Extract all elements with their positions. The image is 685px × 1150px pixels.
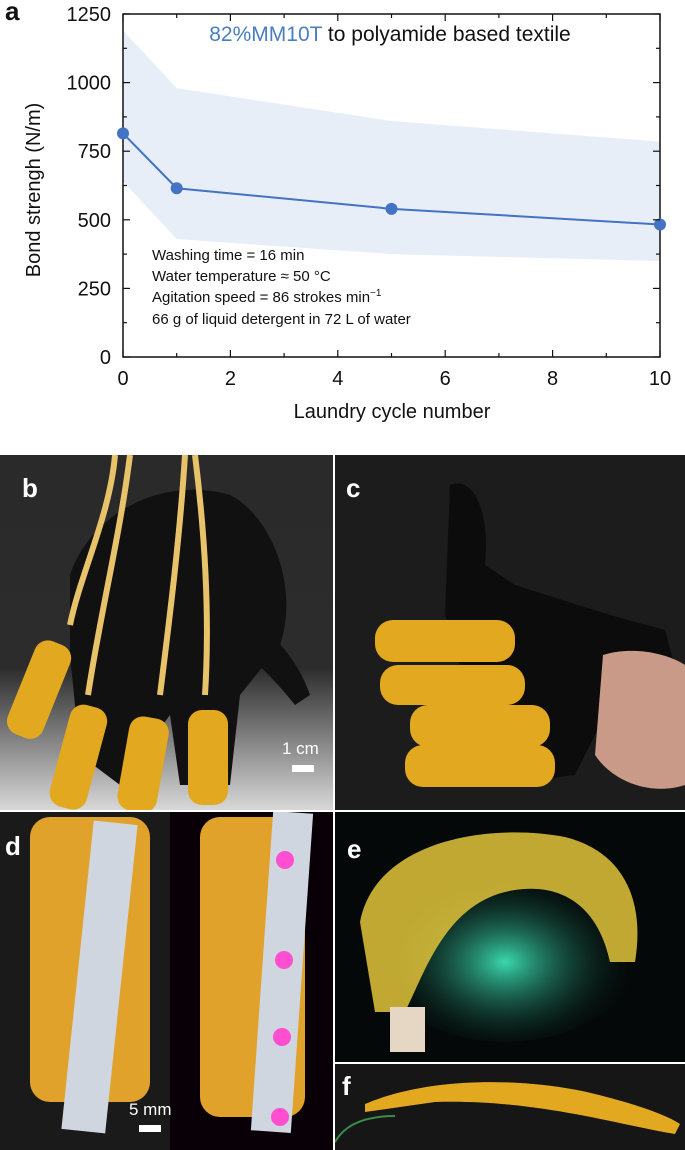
led-strip-photo-d [0,812,333,1150]
glove-photo-b [0,455,333,810]
x-tick-label: 10 [649,368,671,390]
data-point [170,182,183,195]
y-tick-label: 0 [100,347,111,369]
annotation-4: 66 g of liquid detergent in 72 L of wate… [152,311,411,328]
panel-label-a: a [5,0,20,26]
annotation-2: Water temperature ≈ 50 °C [152,268,331,285]
x-tick-label: 6 [440,368,451,390]
x-ticks: 0 2 4 6 8 10 [117,14,671,390]
glove-photo-c [335,455,685,810]
confidence-band [123,30,660,261]
x-tick-label: 0 [117,368,128,390]
scale-bar-d [139,1125,161,1132]
series-line [122,132,661,226]
x-tick-label: 8 [547,368,558,390]
panel-label-d: d [5,831,21,861]
panel-label-c: c [346,473,361,503]
photo-panel-d: d 5 mm [0,812,333,1150]
annotation-block: Washing time = 16 min Water temperature … [152,247,411,328]
y-tick-label: 1000 [67,73,112,95]
x-tick-label: 2 [225,368,236,390]
x-axis-label: Laundry cycle number [294,401,491,423]
y-axis-label: Bond strengh (N/m) [23,103,45,278]
bond-strength-chart: 0 2 4 6 8 10 0 250 500 750 1000 1250 82%MM10T to p… [23,4,671,423]
panel-label-f: f [342,1071,351,1101]
title-rest: to polyamide based textile [322,23,571,46]
title-highlight: 82%MM10T [209,23,322,46]
y-tick-label: 500 [78,210,111,232]
data-points [117,127,666,231]
annotation-1: Washing time = 16 min [152,247,304,264]
photo-panel-e: e [335,812,685,1062]
x-tick-label: 4 [332,368,343,390]
y-ticks: 0 250 500 750 1000 1250 [67,4,660,369]
scale-label-b: 1 cm [282,739,319,758]
annotation-3-sup: −1 [370,288,382,299]
bending-actuator-photo-e [335,812,685,1062]
flat-actuator-photo-f [335,1064,685,1150]
y-tick-label: 1250 [67,4,112,26]
annotation-3-text: Agitation speed = 86 strokes min [152,289,370,306]
scale-label-d: 5 mm [129,1100,172,1119]
data-point [654,218,666,231]
panel-label-e: e [347,834,362,864]
photo-panel-c: c [335,455,685,810]
y-tick-label: 250 [78,278,111,300]
annotation-3: Agitation speed = 86 strokes min−1 [152,288,382,306]
data-point [117,127,129,140]
scale-bar-b [292,765,314,772]
data-point [385,202,398,215]
y-tick-label: 750 [78,141,111,163]
panel-label-b: b [22,473,38,503]
chart-title: 82%MM10T to polyamide based textile [209,23,570,46]
photo-panel-b: b 1 cm [0,455,333,810]
photo-panel-f: f [335,1064,685,1150]
